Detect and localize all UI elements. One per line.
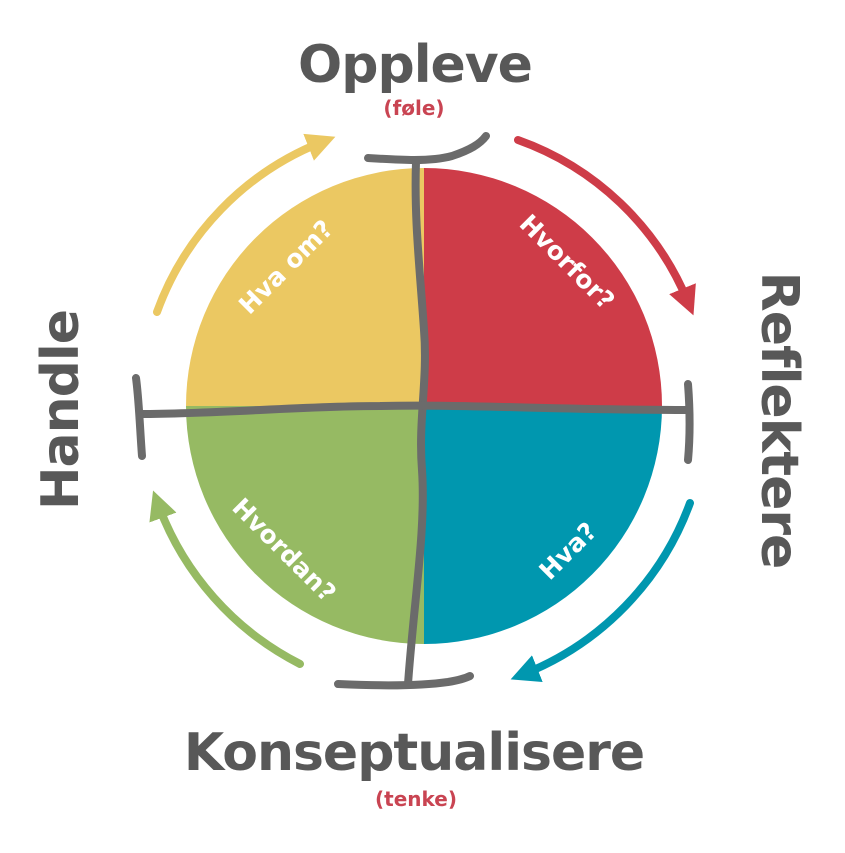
quadrant-bottom-right <box>424 406 662 644</box>
arrow-bottom-right <box>510 499 694 683</box>
arrow-bottom-left <box>149 490 304 668</box>
quadrant-top-right <box>424 168 662 406</box>
stage-sublabel-top: (føle) <box>383 96 444 120</box>
quadrant-top-left <box>186 168 424 406</box>
stage-label-top: Oppleve <box>298 35 532 95</box>
stage-label-bottom: Konseptualisere <box>184 723 644 783</box>
stage-sublabel-bottom: (tenke) <box>375 787 457 811</box>
left-cap <box>132 374 146 460</box>
top-cap <box>364 132 490 164</box>
stage-label-left: Handle <box>31 310 91 510</box>
axes <box>132 132 694 690</box>
horizontal-axis <box>136 401 692 418</box>
right-cap <box>684 380 694 464</box>
arrow-top-left <box>153 133 336 316</box>
quadrants <box>186 168 662 644</box>
quadrant-bottom-left <box>186 406 424 644</box>
cycle-arrows <box>149 133 696 683</box>
vertical-axis <box>404 158 429 688</box>
arrow-top-right <box>514 136 696 316</box>
bottom-cap <box>334 672 474 690</box>
stage-label-right: Reflektere <box>749 272 809 569</box>
